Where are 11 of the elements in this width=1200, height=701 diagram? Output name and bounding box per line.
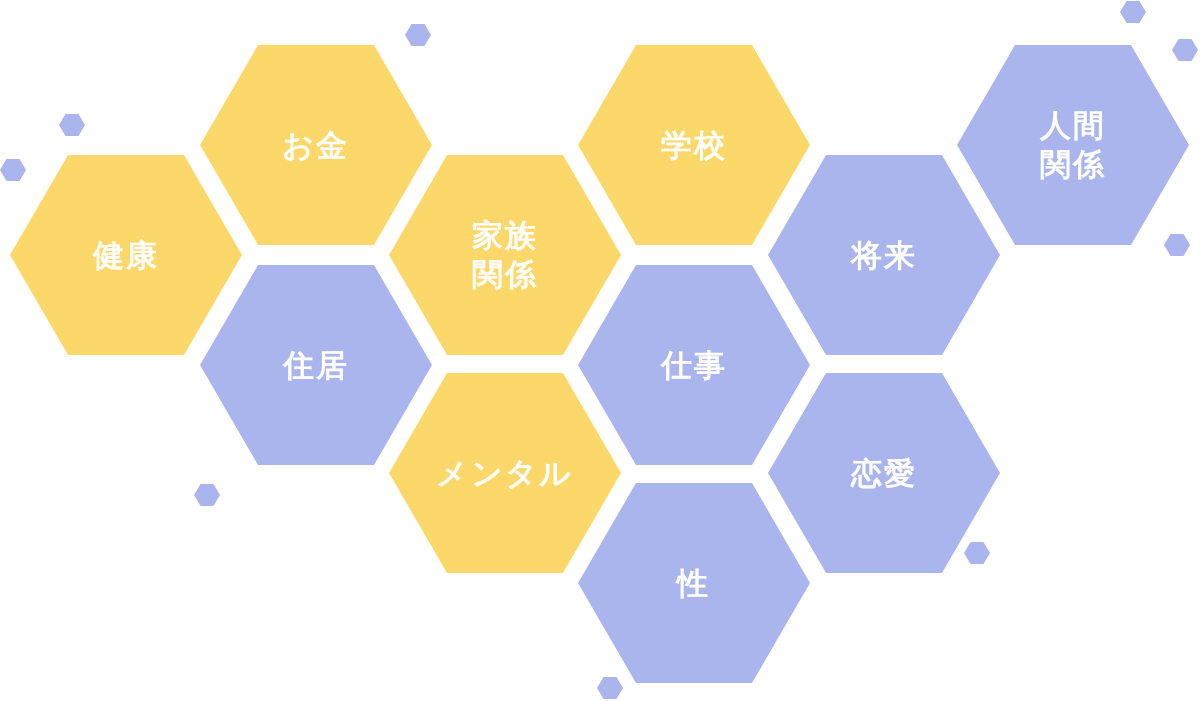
tile-label: 家族関係 [470,216,540,294]
tile-label: メンタル [436,453,574,493]
tile-label: 恋愛 [850,453,918,493]
tile-label: 学校 [660,125,728,165]
tile-label: 仕事 [660,345,728,385]
tile-label: 住居 [282,345,350,385]
tile-label: 人間関係 [1038,106,1108,184]
tile-label: お金 [282,125,350,165]
tile-label: 将来 [850,235,918,275]
tile-label: 健康 [92,235,160,275]
tile-label: 性 [677,563,711,603]
